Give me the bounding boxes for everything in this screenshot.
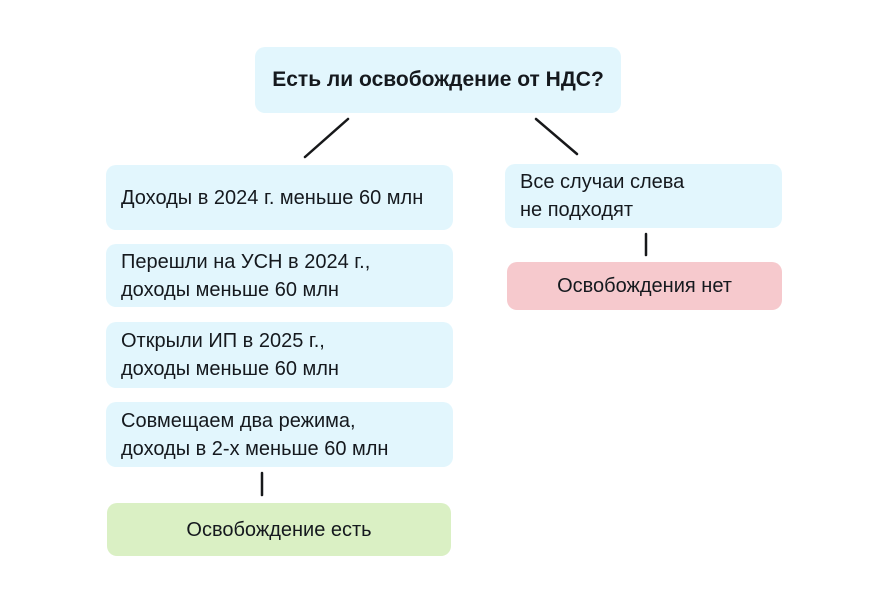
arrow-title-to-right-icon	[534, 117, 579, 156]
node-result-exemption-no: Освобождения нет	[507, 262, 782, 310]
node-condition-usn-2024: Перешли на УСН в 2024 г., доходы меньше …	[106, 244, 453, 307]
node-condition-none-apply: Все случаи слева не подходят	[505, 164, 782, 228]
condition-line: не подходят	[520, 199, 634, 221]
condition-line: Все случаи слева	[520, 171, 685, 193]
condition-line: Перешли на УСН в 2024 г.,	[121, 250, 371, 273]
arrow-title-to-left-icon	[303, 117, 350, 159]
result-no-label: Освобождения нет	[557, 275, 732, 297]
condition-line: доходы в 2-х меньше 60 млн	[121, 437, 389, 460]
node-condition-two-regimes: Совмещаем два режима, доходы в 2-х меньш…	[106, 402, 453, 467]
condition-line: Открыли ИП в 2025 г.,	[121, 330, 325, 352]
node-question-label: Есть ли освобождение от НДС?	[272, 68, 604, 91]
node-result-exemption-yes: Освобождение есть	[107, 503, 451, 556]
node-condition-ip-2025: Открыли ИП в 2025 г., доходы меньше 60 м…	[106, 322, 453, 388]
condition-line: Доходы в 2024 г. меньше 60 млн	[121, 186, 424, 209]
node-question-title: Есть ли освобождение от НДС?	[255, 47, 621, 113]
node-condition-income-2024: Доходы в 2024 г. меньше 60 млн	[106, 165, 453, 230]
condition-line: Совмещаем два режима,	[121, 409, 356, 432]
condition-line: доходы меньше 60 млн	[121, 358, 339, 380]
result-yes-label: Освобождение есть	[186, 518, 372, 541]
condition-line: доходы меньше 60 млн	[121, 278, 339, 301]
